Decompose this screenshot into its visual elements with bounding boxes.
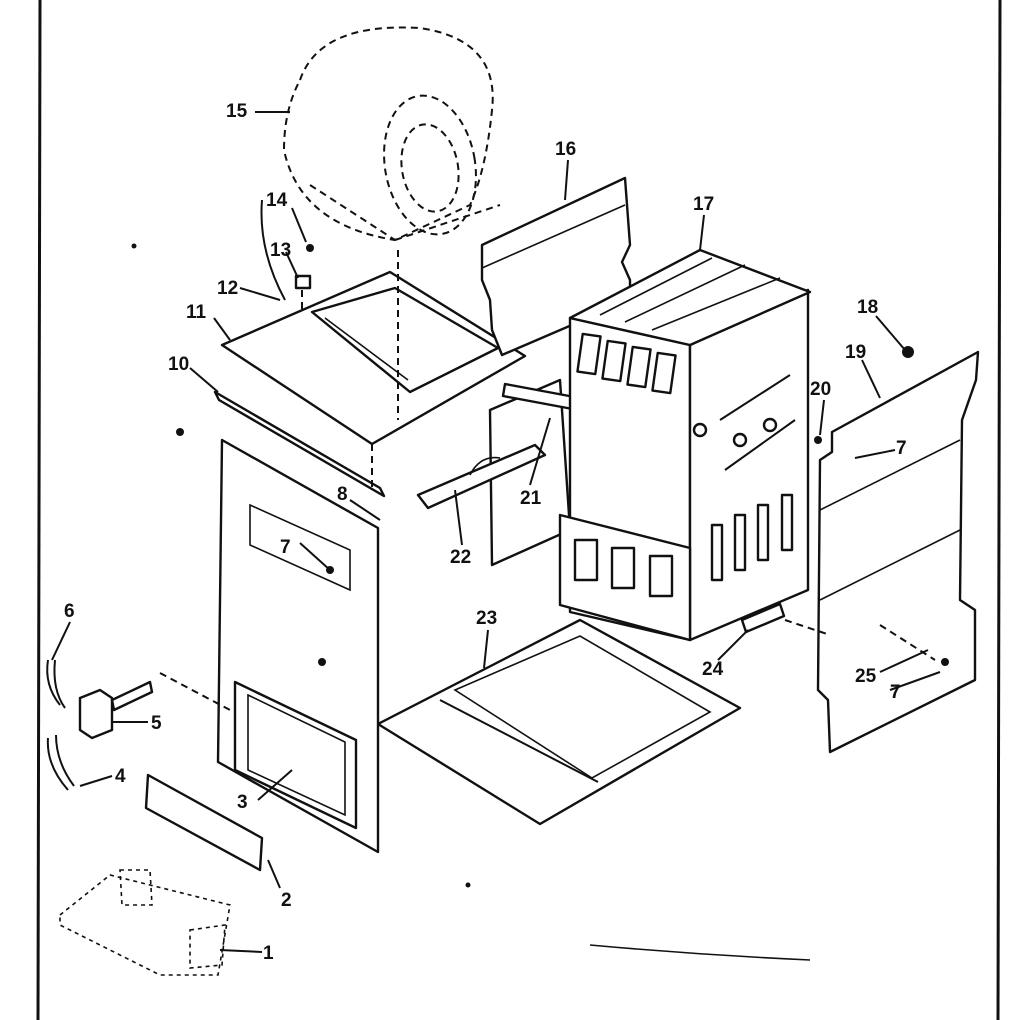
blower-housing [282,26,501,242]
callout-24: 24 [702,659,724,680]
callout-13: 13 [270,240,291,261]
callout-18: 18 [857,297,878,318]
fastener-20 [814,436,822,444]
callouts: 1 2 3 4 5 6 7 7 7 8 10 11 12 13 14 15 16… [64,101,907,964]
wiring [46,659,75,791]
callout-4: 4 [115,766,126,787]
top-panel [220,250,527,446]
callout-5: 5 [151,713,162,734]
callout-7-front: 7 [280,537,291,558]
side-panel [816,350,980,754]
callout-20: 20 [810,379,831,400]
callout-22: 22 [450,547,471,568]
callout-25: 25 [855,666,877,687]
callout-19: 19 [845,342,866,363]
callout-2: 2 [281,890,292,911]
callout-12: 12 [217,278,238,299]
front-panel [159,438,380,854]
callout-7-side: 7 [896,438,907,459]
callout-7-bottom: 7 [890,682,901,703]
burner-assembly [59,869,231,976]
gas-valve [78,680,154,740]
filter-strip [213,390,386,498]
callout-23: 23 [476,608,497,629]
page-border [36,0,1002,1020]
callout-14: 14 [266,190,288,211]
callout-16: 16 [555,139,576,160]
mounting-hardware [260,199,314,330]
sight-glass [740,602,831,636]
burner-shield [416,443,547,510]
callout-8: 8 [337,484,348,505]
callout-15: 15 [226,101,248,122]
bottom-cover [144,773,264,872]
heat-exchanger [558,248,812,642]
callout-11: 11 [186,302,207,323]
stray-marks [131,243,811,961]
callout-21: 21 [520,488,542,509]
callout-17: 17 [693,194,714,215]
callout-10: 10 [168,354,189,375]
leader-lines [51,111,941,953]
callout-6: 6 [64,601,75,622]
callout-3: 3 [237,792,248,813]
base-pan [376,618,742,826]
callout-1: 1 [263,943,274,964]
